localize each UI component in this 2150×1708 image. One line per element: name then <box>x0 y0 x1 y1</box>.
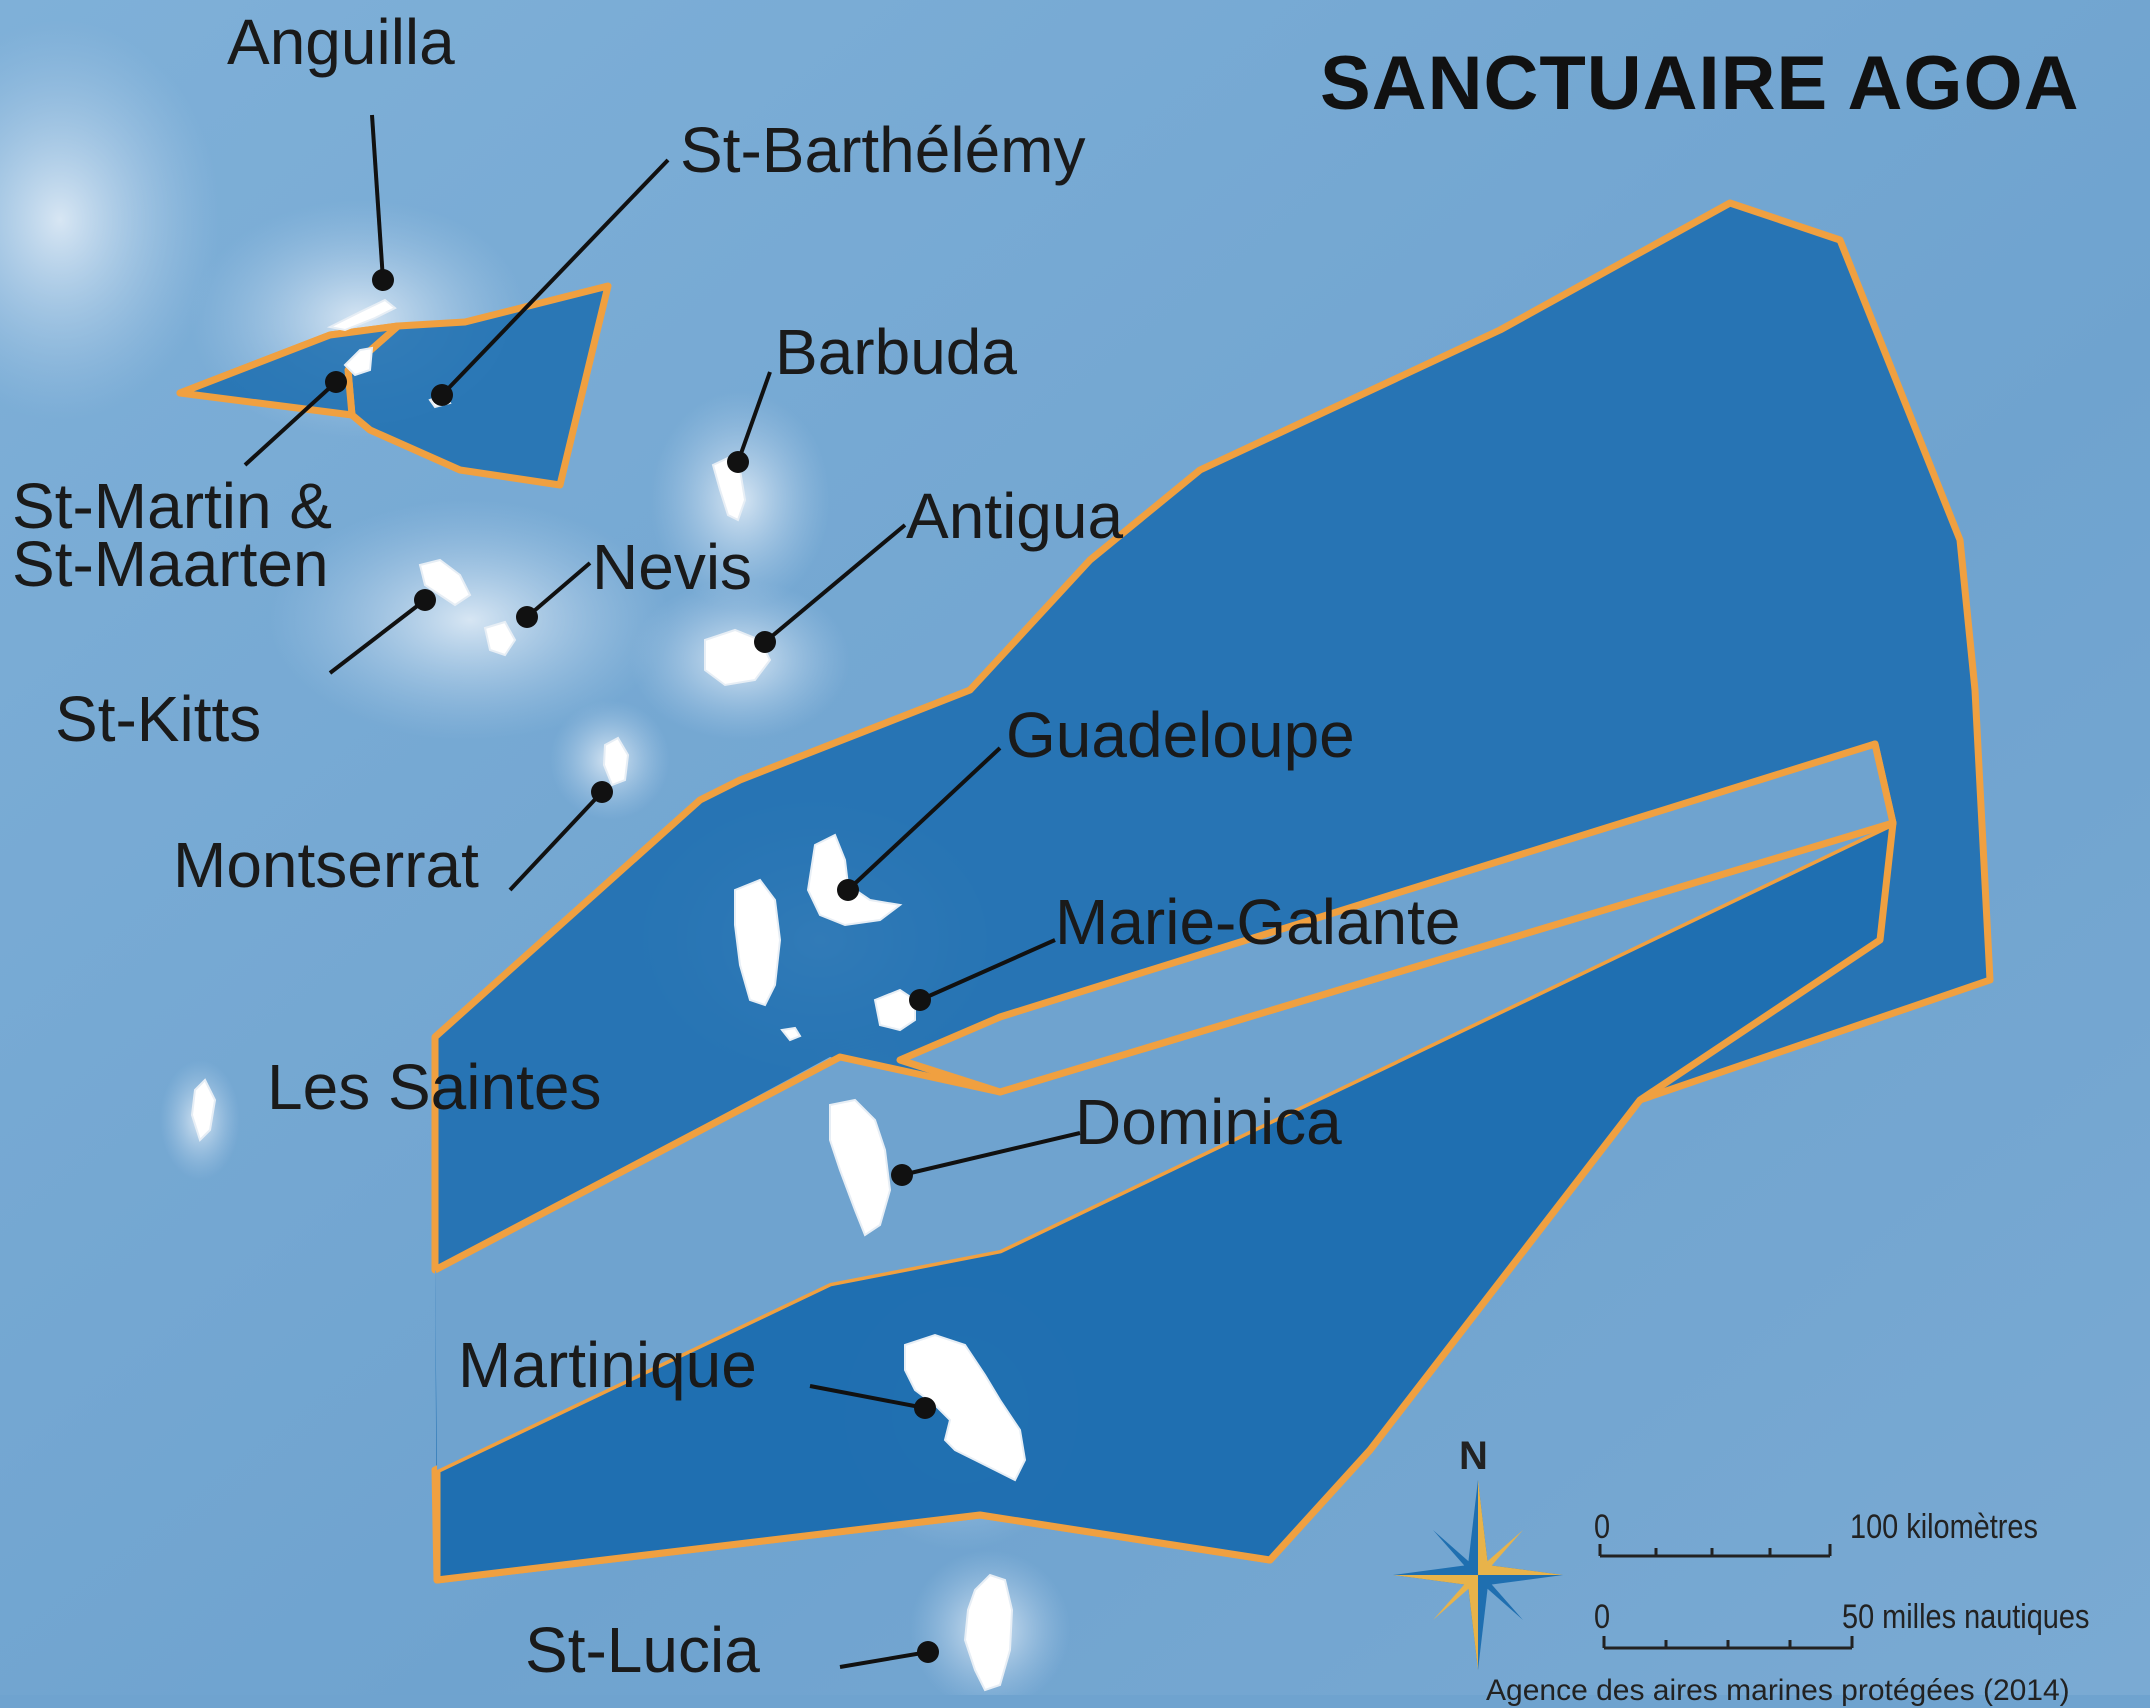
label-anguilla: Anguilla <box>227 6 455 78</box>
island-st-martin <box>343 346 374 377</box>
label-les-saintes: Les Saintes <box>267 1051 602 1123</box>
leader-lines <box>243 114 1081 1669</box>
label-st-martin: St-Martin & St-Maarten <box>12 470 333 600</box>
leader-st-kitts <box>328 598 427 675</box>
island-dominica <box>829 1098 892 1237</box>
island-marie-galante <box>873 988 916 1032</box>
label-guadeloupe: Guadeloupe <box>1006 699 1355 771</box>
label-st-kitts: St-Kitts <box>55 683 262 755</box>
leader-dominica <box>901 1131 1081 1177</box>
leader-marie-galante <box>919 938 1056 1002</box>
scale-bar-km <box>1598 1544 1832 1558</box>
island-guadeloupe-basse-terre <box>734 878 782 1007</box>
label-marie-galante: Marie-Galante <box>1055 886 1461 958</box>
island-guadeloupe-grande-terre <box>806 833 903 927</box>
inner-corridor <box>896 740 1897 1096</box>
scale-nm-zero: 0 <box>1594 1598 1611 1636</box>
label-barbuda: Barbuda <box>775 316 1017 388</box>
scale-km-label: 100 kilomètres <box>1850 1508 2038 1546</box>
compass-north-label: N <box>1459 1434 1488 1478</box>
island-nevis <box>483 620 517 657</box>
leader-martinique <box>809 1384 926 1410</box>
map-title: SANCTUAIRE AGOA <box>1320 41 2080 126</box>
source-credit: Agence des aires marines protégées (2014… <box>1486 1674 2070 1707</box>
island-antigua <box>704 628 772 687</box>
leader-st-barthelemy <box>440 158 670 397</box>
label-nevis: Nevis <box>592 531 753 603</box>
leader-antigua <box>763 523 907 644</box>
island-les-saintes <box>780 1026 802 1042</box>
scale-nm-label: 50 milles nautiques <box>1842 1598 2090 1636</box>
label-dominica: Dominica <box>1075 1086 1342 1158</box>
scale-km-zero: 0 <box>1594 1508 1611 1546</box>
island-small-west <box>190 1078 217 1142</box>
leader-anguilla <box>370 114 385 281</box>
label-martinique: Martinique <box>458 1329 757 1401</box>
island-montserrat <box>602 736 630 787</box>
island-st-kitts <box>418 558 472 607</box>
leader-guadeloupe <box>846 746 1002 892</box>
label-st-lucia: St-Lucia <box>525 1614 760 1686</box>
leader-dots <box>325 269 939 1663</box>
leader-barbuda <box>736 371 772 463</box>
leader-st-martin <box>243 380 338 467</box>
label-montserrat: Montserrat <box>173 829 479 901</box>
label-st-barthelemy: St-Barthélémy <box>680 114 1086 186</box>
middle-channel <box>435 823 1893 1470</box>
leader-montserrat <box>508 790 604 892</box>
compass-rose-icon <box>1393 1480 1563 1670</box>
island-anguilla <box>326 298 397 332</box>
islands <box>190 298 1027 1692</box>
leader-nevis <box>525 561 592 619</box>
island-st-lucia <box>963 1573 1014 1692</box>
leader-st-lucia <box>839 1650 929 1669</box>
scale-bar-nm <box>1602 1636 1854 1650</box>
label-antigua: Antigua <box>906 480 1124 552</box>
